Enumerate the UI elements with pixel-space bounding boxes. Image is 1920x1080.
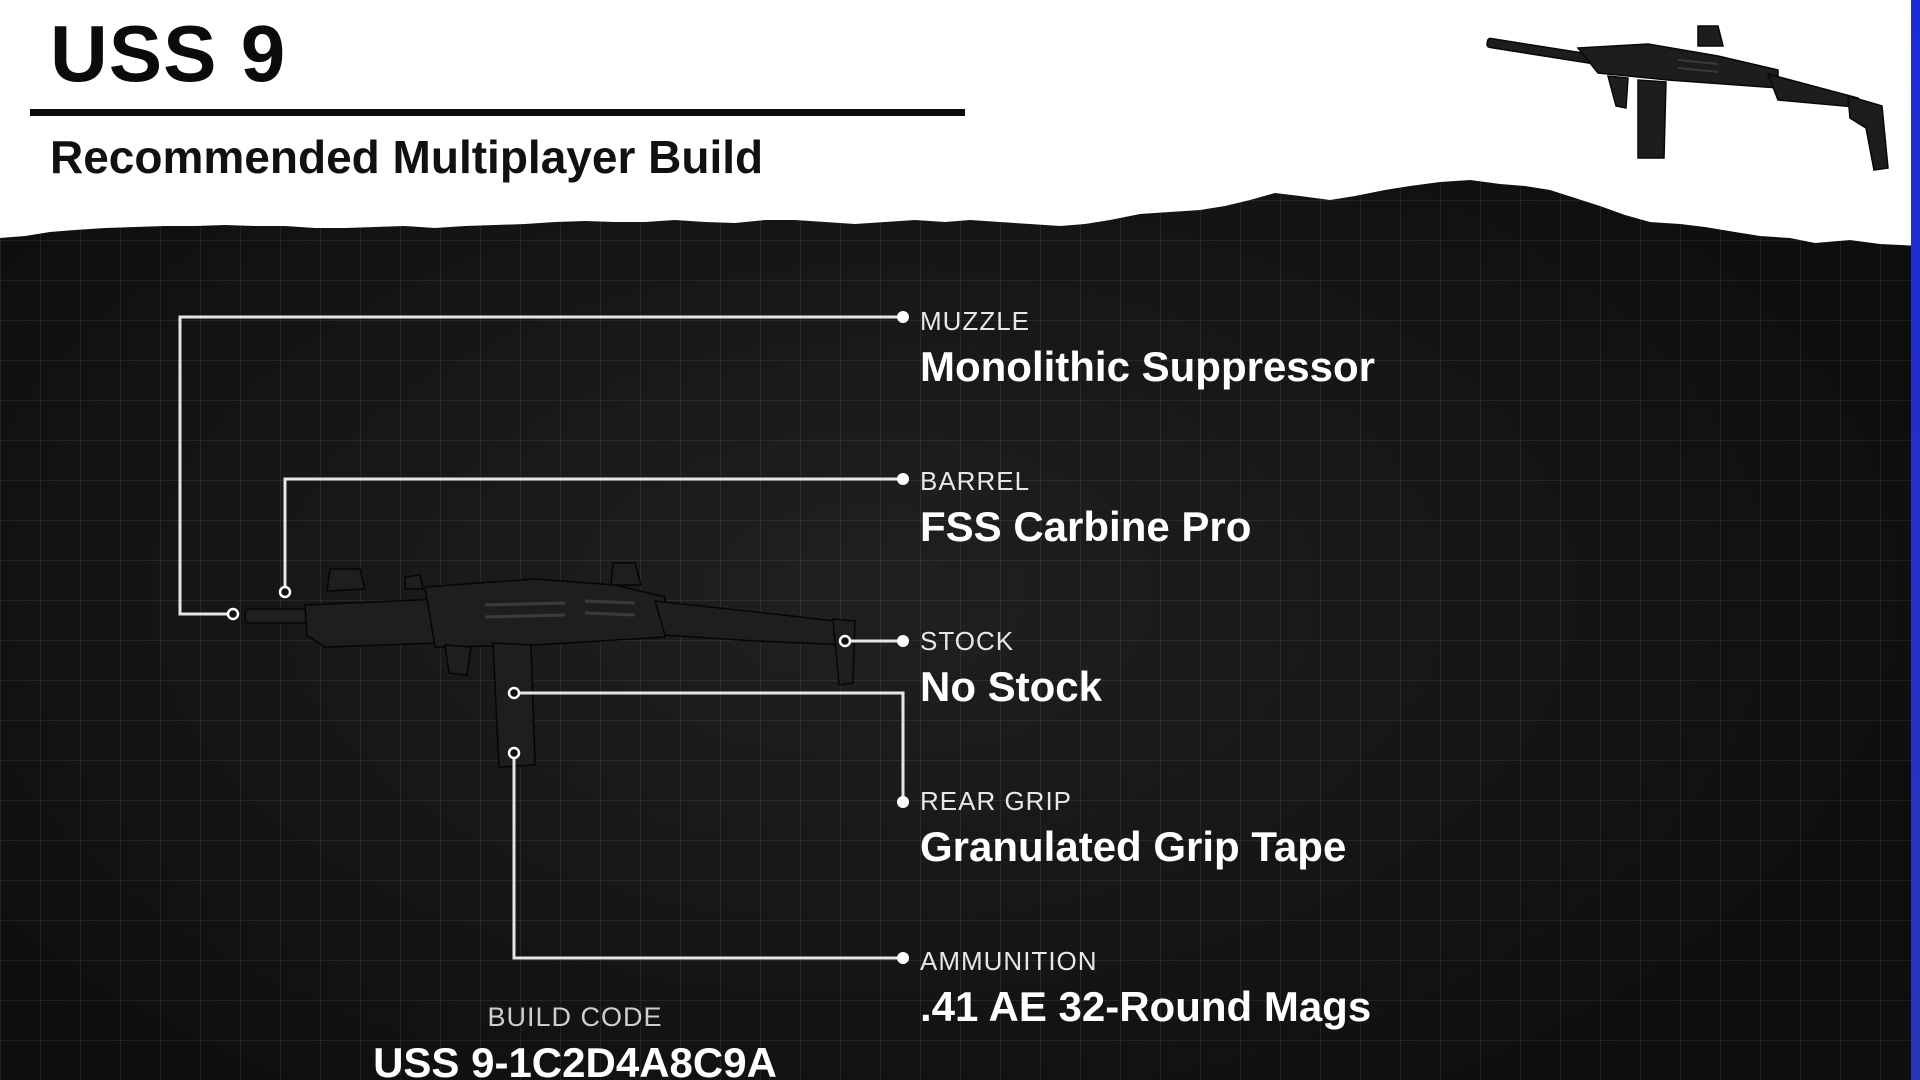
accent-strip bbox=[1911, 0, 1920, 1080]
leader-dot-muzzle-start bbox=[226, 607, 240, 621]
leader-barrel bbox=[283, 477, 903, 592]
leader-dot-rear-grip-start bbox=[507, 686, 521, 700]
attachment-name: Granulated Grip Tape bbox=[920, 823, 1347, 870]
leader-dot-ammunition-start bbox=[507, 746, 521, 760]
leader-dot-muzzle-end bbox=[897, 311, 909, 323]
attachment-category: REAR GRIP bbox=[920, 786, 1073, 816]
build-code-label: BUILD CODE bbox=[487, 1002, 663, 1032]
attachment-name: .41 AE 32-Round Mags bbox=[920, 983, 1372, 1030]
attachment-name: FSS Carbine Pro bbox=[920, 503, 1252, 550]
leader-rear-grip bbox=[514, 691, 905, 802]
build-code-value: USS 9-1C2D4A8C9A bbox=[373, 1039, 777, 1080]
leader-dot-ammunition-end bbox=[897, 952, 909, 964]
attachment-category: BARREL bbox=[920, 466, 1031, 496]
leader-dot-rear-grip-end bbox=[897, 796, 909, 808]
leader-dot-stock-end bbox=[897, 635, 909, 647]
title-underline bbox=[30, 109, 965, 116]
leader-dot-barrel-start bbox=[278, 585, 292, 599]
attachment-muzzle: MUZZLE Monolithic Suppressor bbox=[920, 308, 1375, 388]
leader-dot-barrel-end bbox=[897, 473, 909, 485]
build-code: BUILD CODE USS 9-1C2D4A8C9A bbox=[330, 1002, 820, 1080]
attachment-name: No Stock bbox=[920, 663, 1103, 710]
attachment-ammunition: AMMUNITION .41 AE 32-Round Mags bbox=[920, 948, 1371, 1028]
attachment-category: AMMUNITION bbox=[920, 946, 1098, 976]
leader-muzzle bbox=[178, 315, 903, 616]
page-title: USS 9 bbox=[50, 9, 287, 98]
attachment-name: Monolithic Suppressor bbox=[920, 343, 1376, 390]
page-subtitle: Recommended Multiplayer Build bbox=[50, 131, 764, 183]
attachment-category: STOCK bbox=[920, 626, 1015, 656]
smg-weapon-hero-icon bbox=[1486, 25, 1889, 171]
leader-ammunition bbox=[512, 753, 903, 960]
attachment-stock: STOCK No Stock bbox=[920, 628, 1102, 708]
leader-dot-stock-start bbox=[838, 634, 852, 648]
torn-paper-header bbox=[0, 0, 1920, 246]
attachment-rear-grip: REAR GRIP Granulated Grip Tape bbox=[920, 788, 1346, 868]
attachment-barrel: BARREL FSS Carbine Pro bbox=[920, 468, 1251, 548]
attachment-category: MUZZLE bbox=[920, 306, 1030, 336]
smg-weapon-icon bbox=[244, 562, 856, 768]
